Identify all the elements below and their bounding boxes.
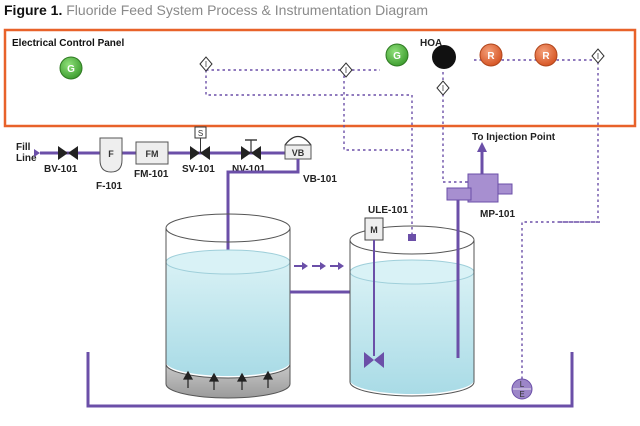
sensor-node — [408, 234, 416, 241]
mixer-arrows — [182, 370, 274, 390]
svg-text:R: R — [487, 51, 495, 62]
interlock-diamond-1: I — [199, 56, 213, 72]
lamp-green-left: G — [59, 56, 83, 80]
lamp-green-hoa: G — [385, 43, 409, 67]
lamp-red-1: R — [479, 43, 503, 67]
fill-line-label-2: Line — [16, 153, 37, 164]
figure-number: Figure 1. — [4, 2, 63, 18]
mp-101-tag: MP-101 — [480, 209, 515, 220]
svg-text:R: R — [542, 51, 550, 62]
filter-f-101: F — [99, 137, 123, 173]
svg-text:G: G — [393, 51, 401, 62]
needle-valve-nv-101 — [241, 139, 261, 160]
tank-2 — [349, 225, 475, 397]
nv-101-tag: NV-101 — [232, 164, 266, 175]
svg-text:FM: FM — [146, 149, 159, 159]
bv-101-tag: BV-101 — [44, 164, 78, 175]
svg-text:S: S — [198, 129, 203, 138]
svg-text:I: I — [597, 52, 599, 61]
hoa-label: HOA — [420, 38, 442, 49]
solenoid-valve-sv-101: S — [190, 126, 210, 160]
svg-text:I: I — [345, 66, 347, 75]
svg-text:I: I — [442, 84, 444, 93]
svg-text:G: G — [67, 64, 75, 75]
figure-title: Figure 1. Fluoride Feed System Process &… — [4, 2, 428, 18]
ball-valve-bv-101 — [58, 146, 78, 160]
level-element-ule-101: M — [364, 217, 384, 368]
flow-meter-fm-101: FM — [135, 141, 169, 165]
fm-101-tag: FM-101 — [134, 169, 169, 180]
fill-line-label-1: Fill — [16, 142, 31, 153]
tank-1 — [165, 213, 291, 399]
svg-text:I: I — [205, 60, 207, 69]
electrical-control-panel — [3, 28, 637, 128]
svg-text:F: F — [108, 149, 114, 159]
ule-101-tag: ULE-101 — [368, 205, 408, 216]
interlock-diamond-2: I — [339, 62, 353, 78]
lamp-red-2: R — [534, 43, 558, 67]
vacuum-breaker-vb-101: VB — [284, 135, 312, 160]
svg-text:VB: VB — [292, 148, 305, 158]
metering-pump-mp-101 — [446, 173, 513, 203]
flow-arrow-icon — [34, 149, 40, 157]
figure-caption: Fluoride Feed System Process & Instrumen… — [66, 2, 429, 18]
svg-text:M: M — [370, 225, 378, 235]
interlock-diamond-3: I — [436, 80, 450, 96]
svg-text:L: L — [520, 380, 525, 389]
sv-101-tag: SV-101 — [182, 164, 215, 175]
signal-lines — [205, 59, 600, 380]
panel-label: Electrical Control Panel — [12, 38, 124, 49]
svg-text:E: E — [519, 390, 524, 399]
injection-arrow-icon — [477, 142, 487, 152]
interlock-diamond-4: I — [591, 48, 605, 64]
vb-101-tag: VB-101 — [303, 174, 337, 185]
transfer-arrows — [294, 262, 344, 270]
level-switch-le: L E — [511, 378, 533, 400]
f-101-tag: F-101 — [96, 181, 123, 192]
injection-point-label: To Injection Point — [472, 132, 556, 143]
containment-basin — [86, 352, 574, 408]
hoa-switch-knob — [432, 45, 456, 69]
